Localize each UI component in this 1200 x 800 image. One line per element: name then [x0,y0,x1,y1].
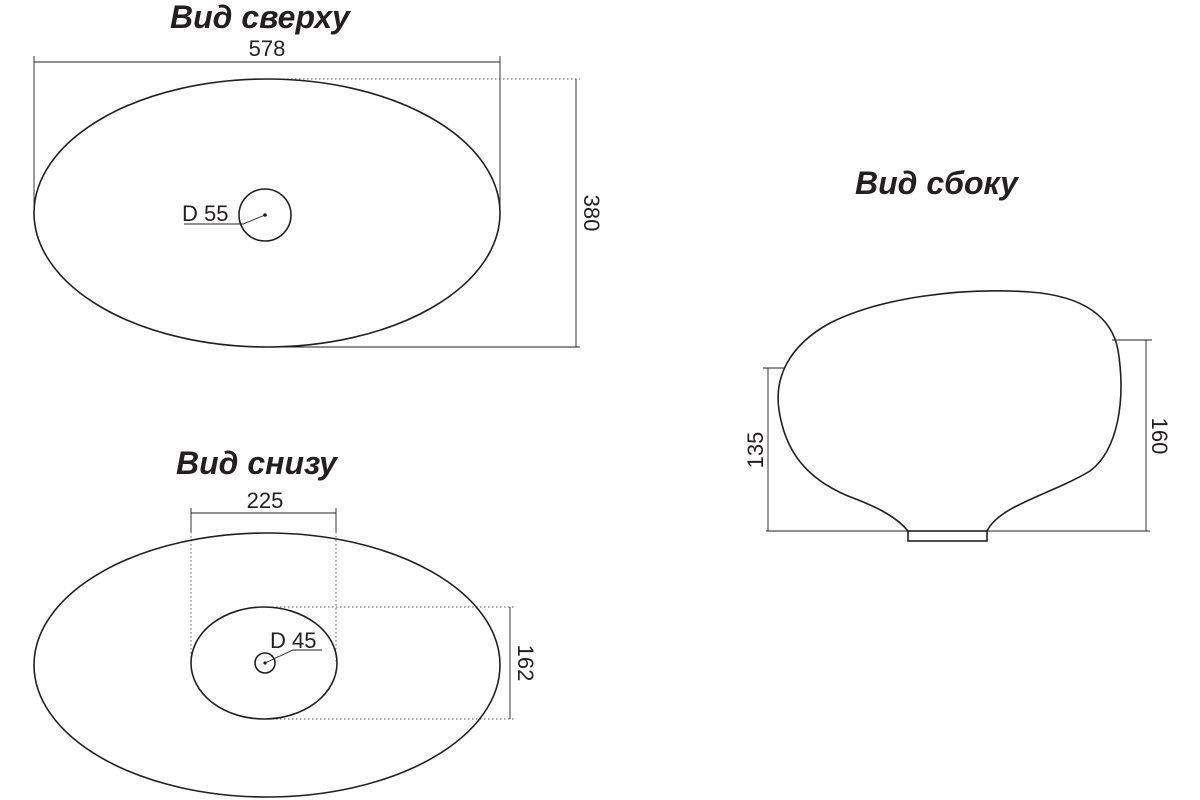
top-view-width-label: 578 [249,36,286,61]
side-view-basin-profile [777,290,1122,532]
top-view-height-label: 380 [579,195,604,232]
bottom-view-base-width-label: 225 [247,488,284,513]
top-view-drain-circle [238,188,292,242]
side-view-right-height-label: 160 [1147,418,1172,455]
side-view-base-foot [907,530,988,542]
bottom-view-drain-label: D 45 [270,628,316,653]
bottom-view-base-height-label: 162 [513,645,538,682]
top-view: Вид сверху 578 380 D 55 [33,0,604,348]
bottom-view-drain-leader [264,649,322,664]
top-view-drain-leader [184,214,266,225]
top-view-title: Вид сверху [170,0,352,35]
bottom-view-title: Вид снизу [176,445,339,481]
bottom-view-drain-circle [254,652,276,674]
top-view-drain-label: D 55 [182,201,228,226]
side-view-title: Вид сбоку [855,165,1020,201]
side-view-left-height-label: 135 [743,432,768,469]
side-view: Вид сбоку 135 160 [743,165,1172,542]
top-view-basin-outline [33,78,501,348]
bottom-view-basin-outline [33,532,501,798]
bottom-view: Вид снизу 225 162 D 45 [33,445,538,798]
